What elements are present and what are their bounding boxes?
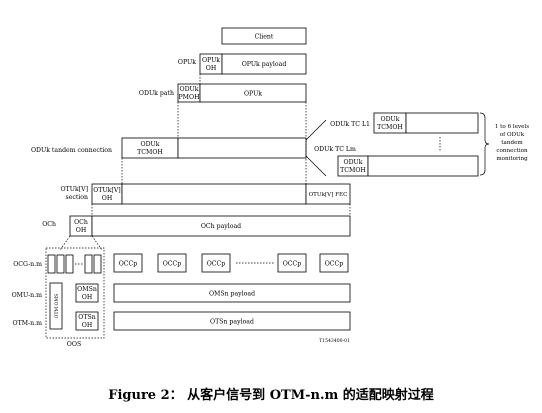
client-box: [221, 27, 307, 45]
figure-caption: Figure 2： 从客户信号到 OTM-n.m 的适配映射过程: [108, 388, 434, 403]
ots-oh-line2: OH: [82, 322, 93, 329]
levels-note-line3: tandem: [501, 140, 523, 146]
oos-enclosure: [45, 247, 105, 339]
och-payload-label: OCh payload: [201, 223, 241, 230]
ocg-item-2: [157, 253, 187, 273]
levels-note-line2: of ODUk: [500, 132, 525, 138]
levels-note-line1: 1 to 6 levels: [495, 124, 529, 130]
opuk-payload-box: [221, 53, 307, 75]
levels-note-line4: connection: [496, 148, 528, 154]
odukpath-oh-line2: PMOH: [179, 94, 201, 101]
och-payload-box: [91, 215, 351, 237]
tcm-oh-line2: TCMOH: [340, 167, 366, 174]
tandem-fan-line-top: [305, 119, 327, 141]
oms-oh-line1: OMSn: [77, 286, 97, 293]
oms-oh-line2: OH: [82, 294, 93, 301]
opuk-oh-line1: OPUk: [202, 57, 220, 64]
otuk-label-line1: OTUk[V]: [61, 186, 88, 193]
oos-mini-box-5: [93, 254, 102, 274]
oos-mini-box-3: [65, 254, 74, 274]
tcm-oh-line1: ODUk: [344, 159, 363, 166]
ocg-item-5-label: OCCp: [325, 261, 344, 268]
oms-oh-box: [75, 283, 99, 303]
tcm-payload-box: [367, 155, 479, 177]
oms-payload-label: OMSn payload: [209, 291, 255, 298]
ots-oh-line1: OTSn: [78, 314, 95, 321]
oos-mini-box-2: [56, 254, 65, 274]
ocg-label: OCG-n.m: [13, 261, 42, 268]
otuk-fec-box: [305, 183, 351, 205]
tc1-oh-line1: ODUk: [381, 116, 400, 123]
oos-vertical-box: [49, 282, 63, 330]
otuk-oh-line2: OH: [102, 195, 113, 202]
och-oh-line2: OH: [76, 227, 87, 234]
otuk-oh-line1: OTUk[V]: [93, 187, 120, 194]
levels-note-line5: monitoring: [496, 156, 528, 162]
opuk-oh-line2: OH: [206, 65, 217, 72]
ots-oh-box: [75, 311, 99, 331]
odukpath-payload-label: OPUk: [244, 91, 262, 98]
ots-payload-label: OTSn payload: [210, 319, 254, 326]
tc1-label: ODUk TC L1: [330, 121, 370, 128]
oos-label: OOS: [67, 341, 81, 348]
ots-label: OTM-n.m: [13, 320, 43, 327]
tcm-label: ODUk TC Lm: [314, 146, 356, 153]
ocg-item-4-label: OCCp: [283, 261, 302, 268]
otuk-payload-box: [121, 183, 307, 205]
tc1-payload-box: [405, 112, 479, 134]
ocg-item-1: [113, 253, 143, 273]
oos-mini-box-1: [47, 254, 56, 274]
och-label: OCh: [42, 221, 56, 228]
ocg-item-1-label: OCCp: [119, 261, 138, 268]
oos-vertical-label: OTM OMS: [54, 294, 60, 319]
och-oh-line1: OCh: [74, 219, 88, 226]
oms-payload-box: [113, 283, 351, 303]
ocg-item-3-label: OCCp: [207, 261, 226, 268]
tandem-oh-line1: ODUk: [141, 141, 160, 148]
tc1-oh-line2: TCMOH: [377, 124, 403, 131]
opuk-row-label: OPUk: [178, 59, 196, 66]
tandem-label: ODUk tandem connection: [31, 147, 112, 154]
odukpath-oh-line1: ODUk: [180, 86, 199, 93]
otuk-fec-label: OTUk[V] FEC: [309, 192, 348, 198]
tandem-fan-line-bottom: [305, 155, 327, 177]
tandem-oh-line2: TCMOH: [137, 149, 163, 156]
tandem-payload-box: [177, 137, 307, 159]
ocg-item-3: [201, 253, 231, 273]
otuk-label-line2: section: [66, 194, 88, 201]
oos-mini-box-4: [84, 254, 93, 274]
odukpath-payload-box: [199, 83, 307, 103]
opuk-payload-label: OPUk payload: [242, 61, 287, 68]
ocg-item-5: [319, 253, 349, 273]
ocg-item-2-label: OCCp: [163, 261, 182, 268]
client-label: Client: [255, 34, 274, 41]
odukpath-label: ODUk path: [139, 90, 174, 97]
tc-levels-brace: [479, 112, 490, 176]
ocg-item-4: [277, 253, 307, 273]
figure-id: T1543400-01: [319, 338, 350, 344]
oms-label: OMU-n.m: [12, 292, 43, 299]
ots-payload-box: [113, 311, 351, 331]
